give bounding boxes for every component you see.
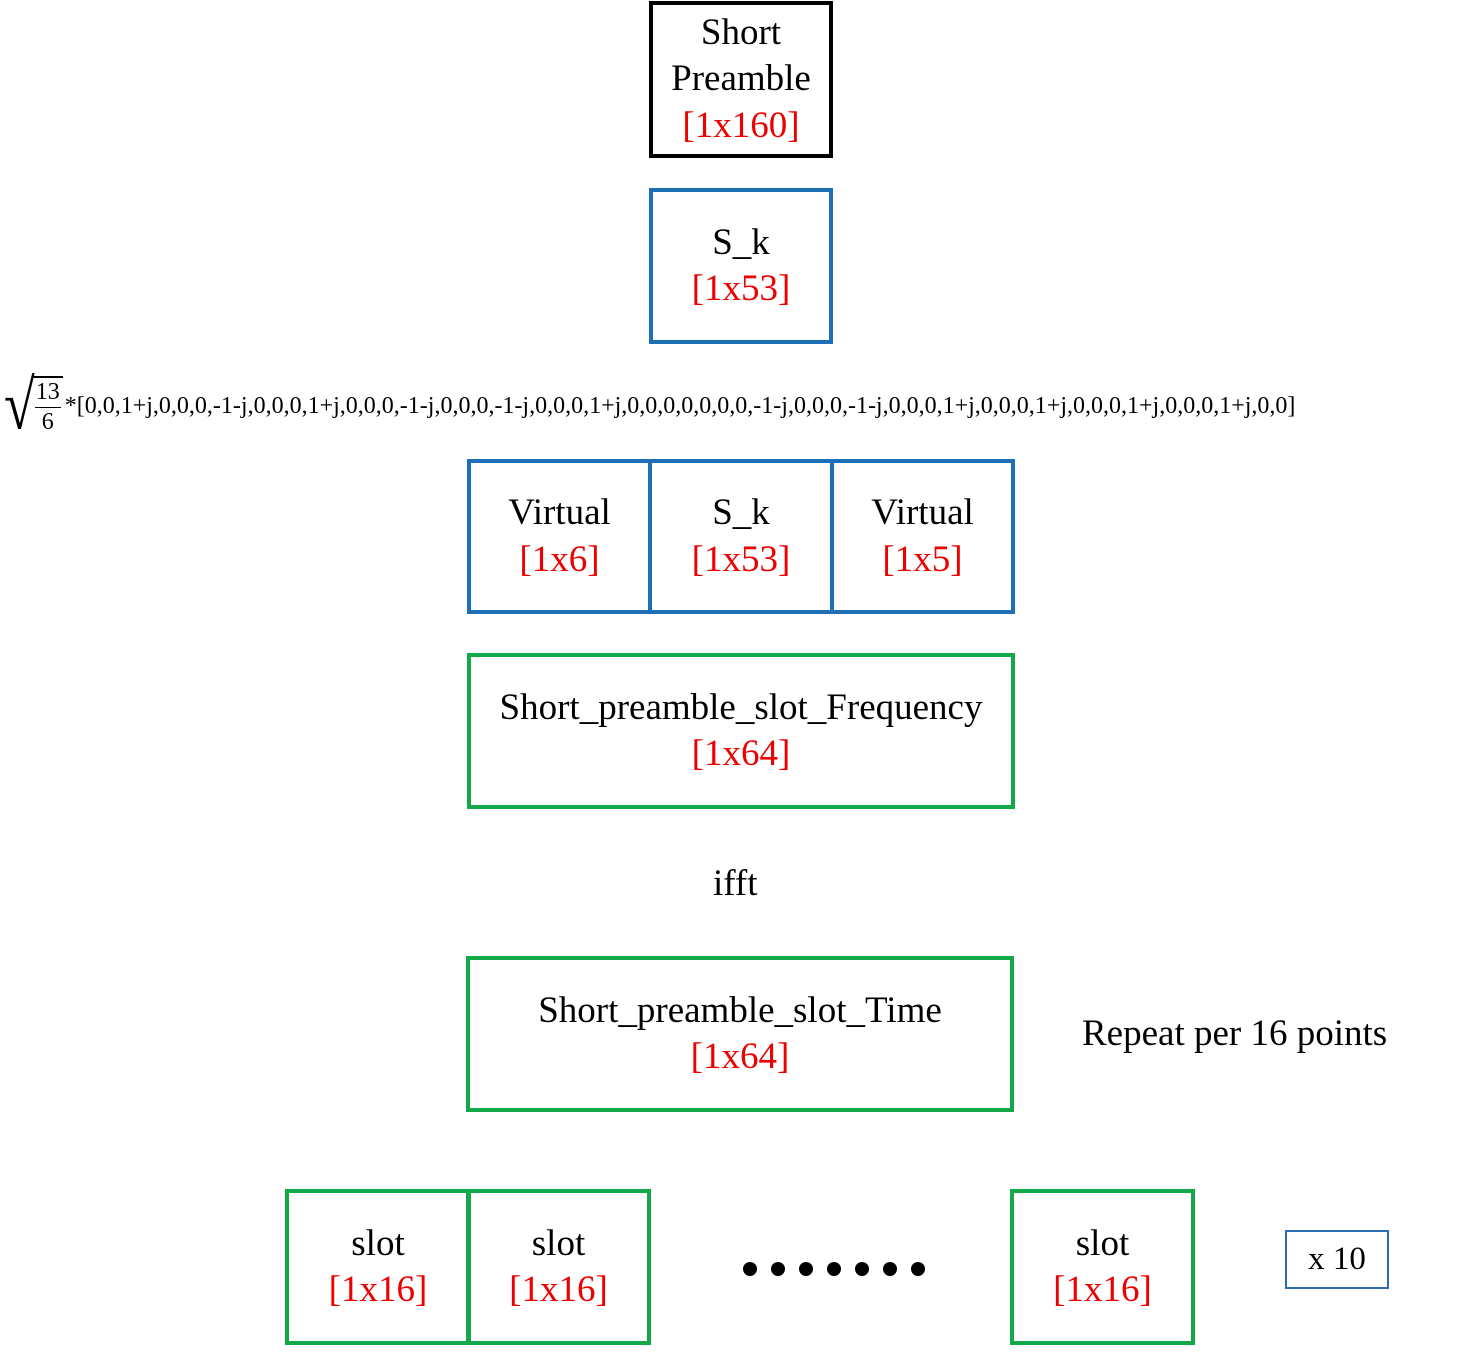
slot-label: slot xyxy=(351,1222,405,1264)
s-k-vector: *[0,0,1+j,0,0,0,-1-j,0,0,0,1+j,0,0,0,-1-… xyxy=(64,392,1296,419)
slot-box: slot [1x16] xyxy=(1010,1189,1195,1345)
time-label: Short_preamble_slot_Time xyxy=(538,989,942,1031)
ellipsis-dot xyxy=(911,1262,925,1276)
fraction: 13 6 xyxy=(32,375,63,437)
ellipsis-dot xyxy=(827,1262,841,1276)
slot-size: [1x16] xyxy=(1053,1269,1152,1310)
repeat-label: Repeat per 16 points xyxy=(1082,1013,1388,1054)
short-preamble-label-line1: Short xyxy=(700,12,782,54)
virtual-right-size: [1x5] xyxy=(882,538,963,580)
s-k-block: S_k [1x53] xyxy=(649,188,833,344)
s-k-label: S_k xyxy=(712,221,770,263)
ellipsis-dot xyxy=(743,1262,757,1276)
ellipsis-dot xyxy=(771,1262,785,1276)
short-preamble-size: [1x160] xyxy=(682,104,800,146)
ellipsis-dots xyxy=(743,1262,925,1276)
sqrt-fraction: √ 13 6 xyxy=(4,371,63,441)
virtual-right-label: Virtual xyxy=(871,492,974,534)
ellipsis-dot xyxy=(799,1262,813,1276)
slot-box: slot [1x16] xyxy=(466,1189,651,1345)
repeat-count-box: x 10 xyxy=(1285,1230,1389,1289)
s-k-mid-label: S_k xyxy=(712,492,770,534)
freq-block: Short_preamble_slot_Frequency [1x64] xyxy=(467,653,1015,809)
slot-size: [1x16] xyxy=(509,1269,608,1310)
short-preamble-block: Short Preamble [1x160] xyxy=(649,1,833,158)
slot-label: slot xyxy=(531,1222,586,1264)
ellipsis-dot xyxy=(855,1262,869,1276)
radical-sign: √ xyxy=(4,367,35,445)
virtual-left-block: Virtual [1x6] xyxy=(467,459,652,614)
s-k-size: [1x53] xyxy=(691,268,791,309)
ellipsis-dot xyxy=(883,1262,897,1276)
ifft-label: ifft xyxy=(713,863,758,904)
slot-box: slot [1x16] xyxy=(285,1189,471,1345)
freq-label: Short_preamble_slot_Frequency xyxy=(499,686,983,728)
s-k-formula: √ 13 6 *[0,0,1+j,0,0,0,-1-j,0,0,0,1+j,0,… xyxy=(4,366,1295,446)
virtual-left-label: Virtual xyxy=(508,492,611,534)
s-k-mid-block: S_k [1x53] xyxy=(648,459,834,614)
slot-label: slot xyxy=(1075,1222,1130,1264)
s-k-mid-size: [1x53] xyxy=(691,538,791,580)
freq-size: [1x64] xyxy=(691,733,791,774)
fraction-numerator: 13 xyxy=(34,378,61,408)
virtual-right-block: Virtual [1x5] xyxy=(830,459,1015,614)
short-preamble-label-line2: Preamble xyxy=(671,58,811,100)
repeat-count: x 10 xyxy=(1308,1241,1366,1277)
fraction-denominator: 6 xyxy=(41,408,54,435)
time-block: Short_preamble_slot_Time [1x64] xyxy=(466,956,1014,1112)
slot-size: [1x16] xyxy=(328,1269,428,1310)
time-size: [1x64] xyxy=(690,1036,790,1077)
virtual-left-size: [1x6] xyxy=(519,538,600,580)
